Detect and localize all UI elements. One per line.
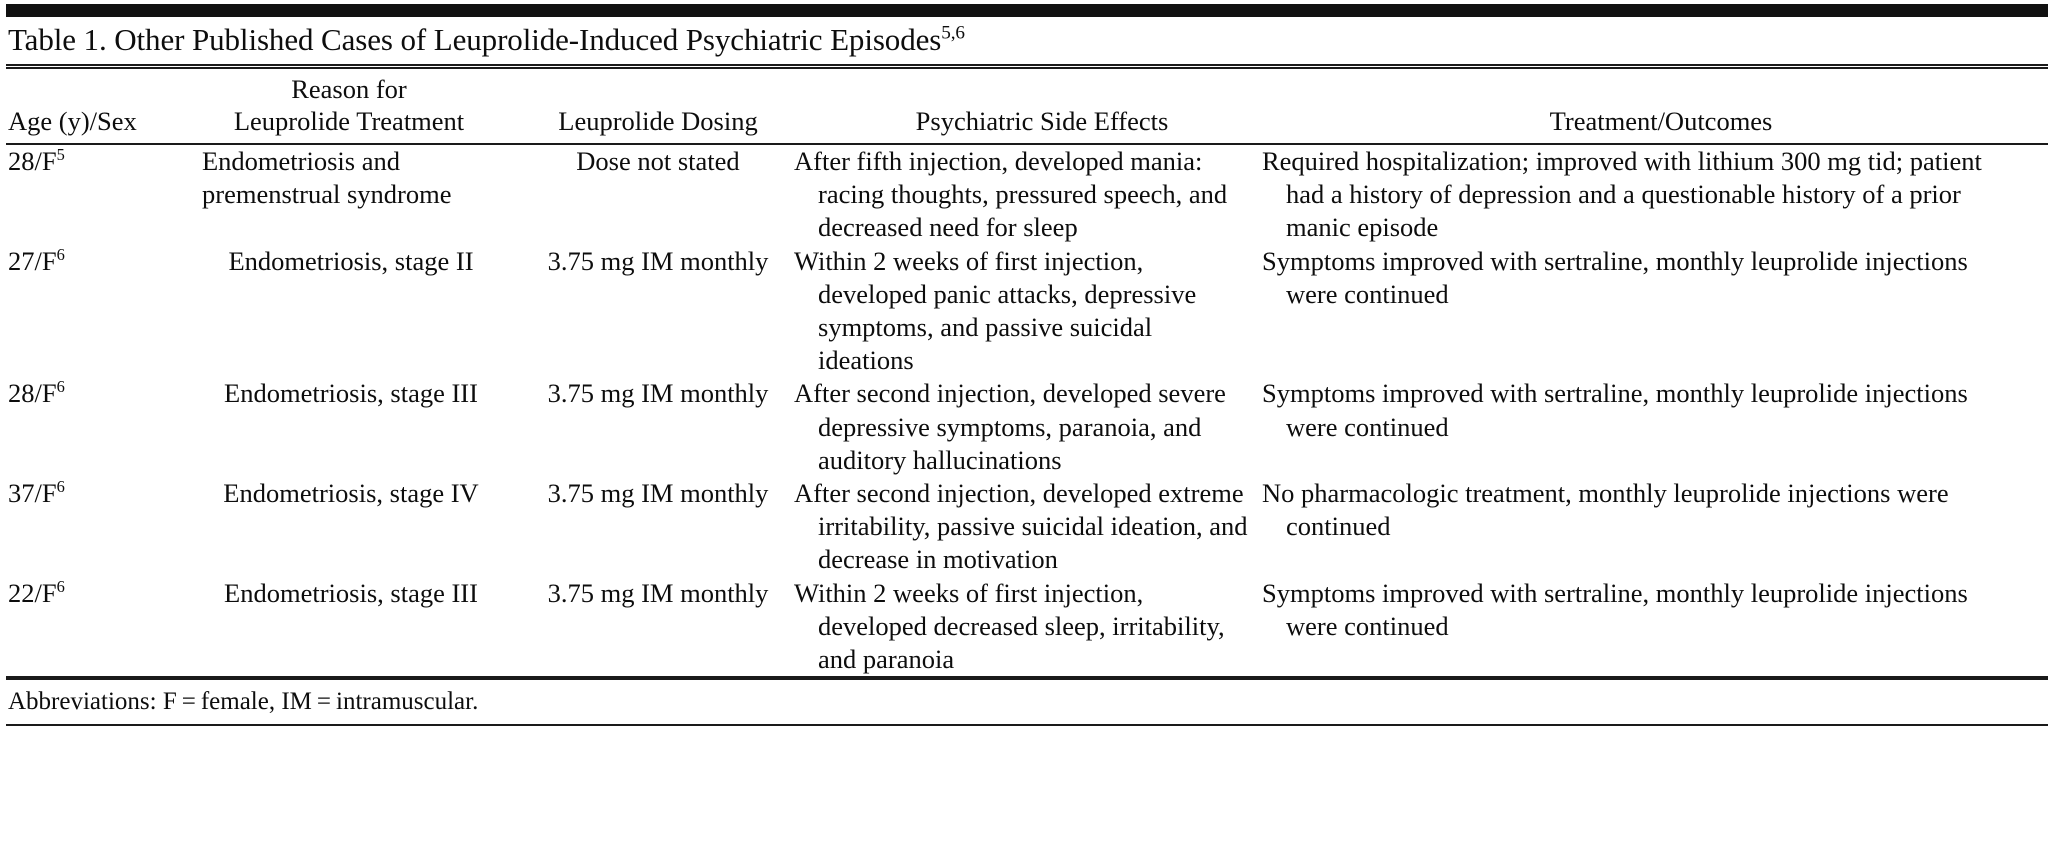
header-top-double-rule (6, 64, 2048, 69)
outcomes-value: No pharmacologic treatment, monthly leup… (1262, 478, 1949, 542)
column-header-reason: Reason for Leuprolide Treatment (192, 69, 510, 143)
table-row: 28/F6 Endometriosis, stage III 3.75 mg IM … (6, 377, 2048, 477)
cell-treatment-outcomes: Required hospitalization; improved with … (1262, 145, 2048, 245)
cell-reason-for-treatment: Endometriosis, stage III (192, 577, 510, 677)
age-sex-value: 27/F (8, 245, 57, 276)
cell-leuprolide-dosing: 3.75 mg IM monthly (510, 245, 810, 378)
cell-treatment-outcomes: Symptoms improved with sertraline, month… (1262, 245, 2048, 378)
cell-age-sex: 28/F5 (6, 145, 192, 245)
reason-value: Endometriosis and premenstrual syndrome (202, 146, 452, 210)
cell-psychiatric-side-effects: After second injection, developed extrem… (794, 477, 1278, 577)
cell-psychiatric-side-effects: Within 2 weeks of first injection, devel… (794, 577, 1278, 677)
cell-leuprolide-dosing: 3.75 mg IM monthly (510, 377, 810, 477)
cell-psychiatric-side-effects: After second injection, developed severe… (794, 377, 1278, 477)
cell-psychiatric-side-effects: Within 2 weeks of first injection, devel… (794, 245, 1278, 378)
column-header-dosing-label: Leuprolide Dosing (558, 106, 758, 136)
cell-reason-for-treatment: Endometriosis, stage IV (192, 477, 510, 577)
column-header-side-effects-label: Psychiatric Side Effects (915, 106, 1169, 136)
side-effects-value: Within 2 weeks of first injection, devel… (794, 245, 1197, 376)
column-header-reason-line1: Reason for (291, 74, 407, 104)
age-sex-reference: 6 (56, 477, 65, 497)
age-sex-reference: 6 (56, 244, 65, 264)
top-black-rule (6, 4, 2048, 17)
table-row: 37/F6 Endometriosis, stage IV 3.75 mg IM m… (6, 477, 2048, 577)
table-header: Age (y)/Sex Reason for Leuprolide Treatm… (6, 69, 2048, 143)
reason-value: Endometriosis, stage III (224, 577, 478, 608)
abbreviations-footnote: Abbreviations: F = female, IM = intramus… (8, 688, 479, 716)
column-header-outcomes-label: Treatment/Outcomes (1549, 106, 1773, 136)
reason-value: Endometriosis, stage II (228, 245, 474, 276)
age-sex-reference: 5 (56, 145, 65, 165)
dosing-value: 3.75 mg IM monthly (547, 245, 769, 276)
column-header-outcomes: Treatment/Outcomes (1278, 69, 2048, 143)
column-header-age-label: Age (y)/Sex (8, 106, 137, 136)
dosing-value: 3.75 mg IM monthly (547, 478, 769, 509)
outcomes-value: Required hospitalization; improved with … (1262, 146, 1982, 243)
cell-leuprolide-dosing: Dose not stated (510, 145, 810, 245)
table-title-text: Table 1. Other Published Cases of Leupro… (8, 22, 942, 57)
cell-reason-for-treatment: Endometriosis, stage III (192, 377, 510, 477)
column-header-age: Age (y)/Sex (6, 69, 192, 143)
table-title: Table 1. Other Published Cases of Leupro… (6, 17, 2048, 64)
header-row: Age (y)/Sex Reason for Leuprolide Treatm… (6, 69, 2048, 143)
table-row: 22/F6 Endometriosis, stage III 3.75 mg IM … (6, 577, 2048, 677)
cell-age-sex: 37/F6 (6, 477, 192, 577)
age-sex-value: 28/F (8, 378, 57, 409)
outcomes-value: Symptoms improved with sertraline, month… (1262, 245, 1968, 309)
age-sex-value: 22/F (8, 577, 57, 608)
age-sex-value: 28/F (8, 146, 57, 176)
cell-treatment-outcomes: No pharmacologic treatment, monthly leup… (1262, 477, 2048, 577)
dosing-value: 3.75 mg IM monthly (547, 378, 769, 409)
header-bottom-rule (6, 143, 2048, 145)
cell-leuprolide-dosing: 3.75 mg IM monthly (510, 577, 810, 677)
bottom-rule (6, 724, 2048, 727)
cell-leuprolide-dosing: 3.75 mg IM monthly (510, 477, 810, 577)
column-header-reason-line2: Leuprolide Treatment (233, 106, 465, 136)
cell-age-sex: 27/F6 (6, 245, 192, 378)
cell-treatment-outcomes: Symptoms improved with sertraline, month… (1262, 377, 2048, 477)
table-title-reference: 5,6 (941, 22, 965, 44)
age-sex-value: 37/F (8, 478, 57, 509)
age-sex-reference: 6 (56, 576, 65, 596)
cell-psychiatric-side-effects: After fifth injection, developed mania: … (794, 145, 1278, 245)
table-container: Table 1. Other Published Cases of Leupro… (0, 4, 2054, 858)
column-header-dosing: Leuprolide Dosing (510, 69, 810, 143)
cell-reason-for-treatment: Endometriosis, stage II (192, 245, 510, 378)
cases-table: Age (y)/Sex Reason for Leuprolide Treatm… (6, 69, 2048, 143)
side-effects-value: After second injection, developed extrem… (794, 478, 1248, 575)
cell-age-sex: 28/F6 (6, 377, 192, 477)
side-effects-value: After second injection, developed severe… (794, 378, 1226, 475)
reason-value: Endometriosis, stage IV (223, 478, 479, 509)
age-sex-reference: 6 (56, 377, 65, 397)
outcomes-value: Symptoms improved with sertraline, month… (1262, 577, 1968, 641)
dosing-value: 3.75 mg IM monthly (547, 577, 769, 608)
dosing-value: Dose not stated (576, 146, 740, 176)
column-header-side-effects: Psychiatric Side Effects (810, 69, 1278, 143)
side-effects-value: Within 2 weeks of first injection, devel… (794, 577, 1225, 675)
cell-age-sex: 22/F6 (6, 577, 192, 677)
table-row: 27/F6 Endometriosis, stage II 3.75 mg IM m… (6, 245, 2048, 378)
side-effects-value: After fifth injection, developed mania: … (794, 146, 1228, 243)
cell-treatment-outcomes: Symptoms improved with sertraline, month… (1262, 577, 2048, 677)
reason-value: Endometriosis, stage III (224, 378, 478, 409)
outcomes-value: Symptoms improved with sertraline, month… (1262, 378, 1968, 442)
footnote-top-rule (6, 676, 2048, 681)
cell-reason-for-treatment: Endometriosis and premenstrual syndrome (192, 145, 510, 245)
